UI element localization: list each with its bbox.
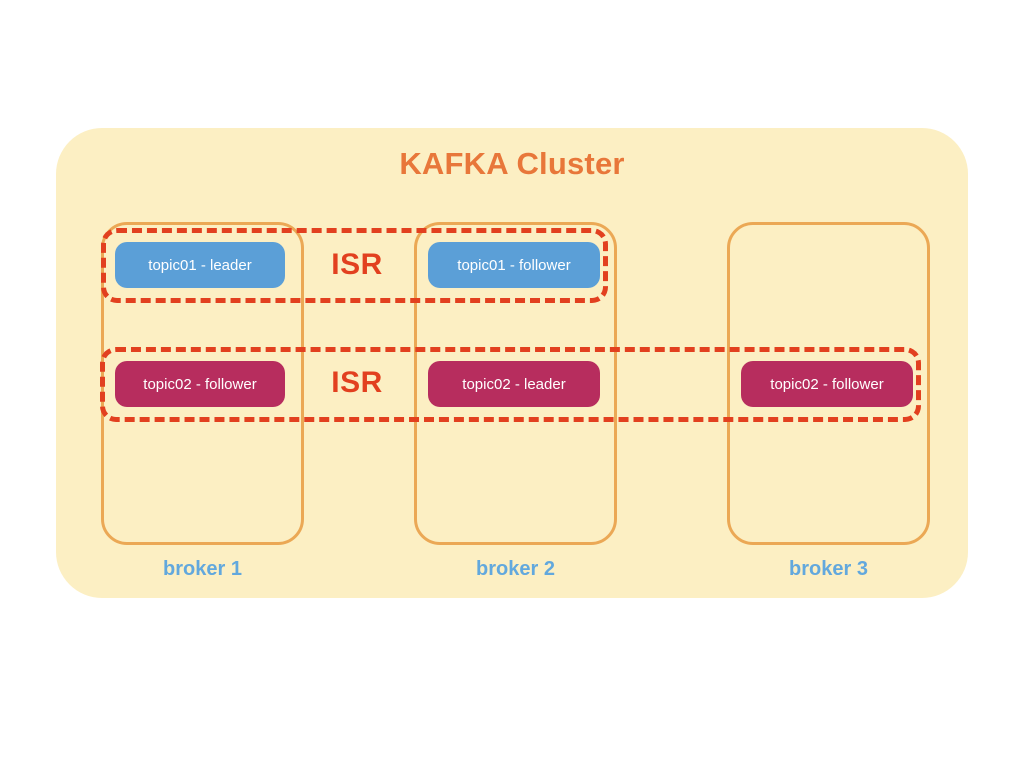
broker-label-2: broker 2 [476,558,555,580]
replica-topic02-broker3: topic02 - follower [741,361,913,407]
isr-label-topic02: ISR [331,366,383,399]
broker-label-3: broker 3 [789,558,868,580]
replica-topic01-broker1: topic01 - leader [115,242,285,288]
isr-group-topic02-outline [100,347,921,422]
replica-topic02-broker2: topic02 - leader [428,361,600,407]
broker-label-1: broker 1 [163,558,242,580]
replica-topic02-broker1: topic02 - follower [115,361,285,407]
isr-label-topic01: ISR [331,248,383,281]
cluster-title: KAFKA Cluster [399,146,625,181]
replica-topic01-broker2: topic01 - follower [428,242,600,288]
isr-group-topic01-outline [101,228,608,303]
broker-box-3 [727,222,930,545]
broker-box-2 [414,222,617,545]
